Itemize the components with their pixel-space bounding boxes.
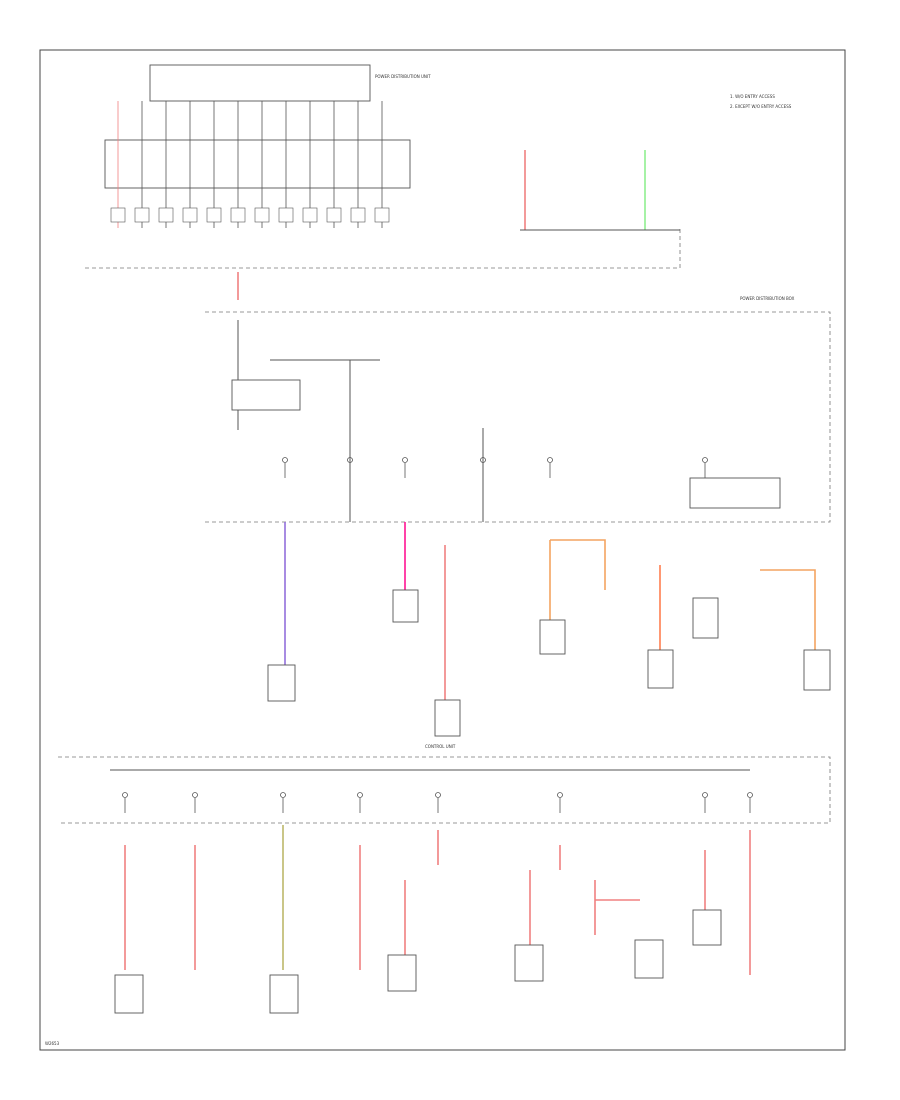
mid-box-label: POWER DISTRIBUTION BOX xyxy=(740,296,795,301)
wire-low-7 xyxy=(594,880,640,935)
fuse-symbol xyxy=(702,792,708,798)
comp-mid-6 xyxy=(692,597,719,639)
fuse-symbol xyxy=(747,792,753,798)
comp-mid-1 xyxy=(392,589,419,623)
fuse-cell xyxy=(206,207,222,223)
wire-low-6 xyxy=(529,845,561,945)
top-ground-bus xyxy=(85,228,681,269)
fuse-cell xyxy=(326,207,342,223)
lower-fuses xyxy=(122,792,753,813)
fuse-symbol xyxy=(192,792,198,798)
comp-mid-5 xyxy=(647,649,674,689)
fuse-symbol xyxy=(280,792,286,798)
control-module-box xyxy=(689,477,781,509)
fuse-cell xyxy=(302,207,318,223)
diagram-frame xyxy=(39,49,846,1051)
fuse-symbol xyxy=(347,457,353,463)
wire-orange-4 xyxy=(760,569,816,650)
mid-fuses xyxy=(282,457,708,478)
fuse-symbol xyxy=(402,457,408,463)
fuse-symbol xyxy=(357,792,363,798)
fuse-symbol xyxy=(547,457,553,463)
fuse-cell xyxy=(158,207,174,223)
fuse-columns xyxy=(110,101,390,228)
comp-mid-4 xyxy=(434,699,461,737)
relay-box xyxy=(231,379,301,411)
fuse-symbol xyxy=(557,792,563,798)
fuse-cell xyxy=(350,207,366,223)
top-module-label: POWER DISTRIBUTION UNIT xyxy=(375,74,431,79)
fuse-cell xyxy=(110,207,126,223)
top-module-box xyxy=(149,64,371,102)
comp-low-1 xyxy=(114,974,144,1014)
fuse-symbol xyxy=(122,792,128,798)
control-unit-label: CONTROL UNIT xyxy=(425,744,456,749)
comp-low-5 xyxy=(634,939,664,979)
fuse-cell xyxy=(230,207,246,223)
fuse-symbol xyxy=(480,457,486,463)
fuse-cell xyxy=(374,207,390,223)
wire-orange-1 xyxy=(550,539,606,590)
page-code: W2653 xyxy=(45,1041,60,1046)
comp-mid-3 xyxy=(267,664,296,702)
comp-mid-2 xyxy=(539,619,566,655)
fuse-cell xyxy=(278,207,294,223)
fuse-cell xyxy=(134,207,150,223)
comp-low-4 xyxy=(514,944,544,982)
legend-line-1: 1. W/O ENTRY ACCESS xyxy=(730,94,775,99)
legend-line-2: 2. EXCEPT W/O ENTRY ACCESS xyxy=(730,104,792,109)
fuse-symbol xyxy=(282,457,288,463)
fuse-cell xyxy=(182,207,198,223)
mid-distribution-box xyxy=(205,311,831,523)
fuse-cell xyxy=(254,207,270,223)
comp-low-3 xyxy=(387,954,417,992)
fuse-symbol xyxy=(702,457,708,463)
fuse-block xyxy=(104,139,411,189)
lower-distribution-box xyxy=(58,756,831,824)
wire-low-5 xyxy=(404,830,439,955)
comp-low-6 xyxy=(692,909,722,946)
comp-mid-7 xyxy=(803,649,831,691)
comp-low-2 xyxy=(269,974,299,1014)
fuse-symbol xyxy=(435,792,441,798)
